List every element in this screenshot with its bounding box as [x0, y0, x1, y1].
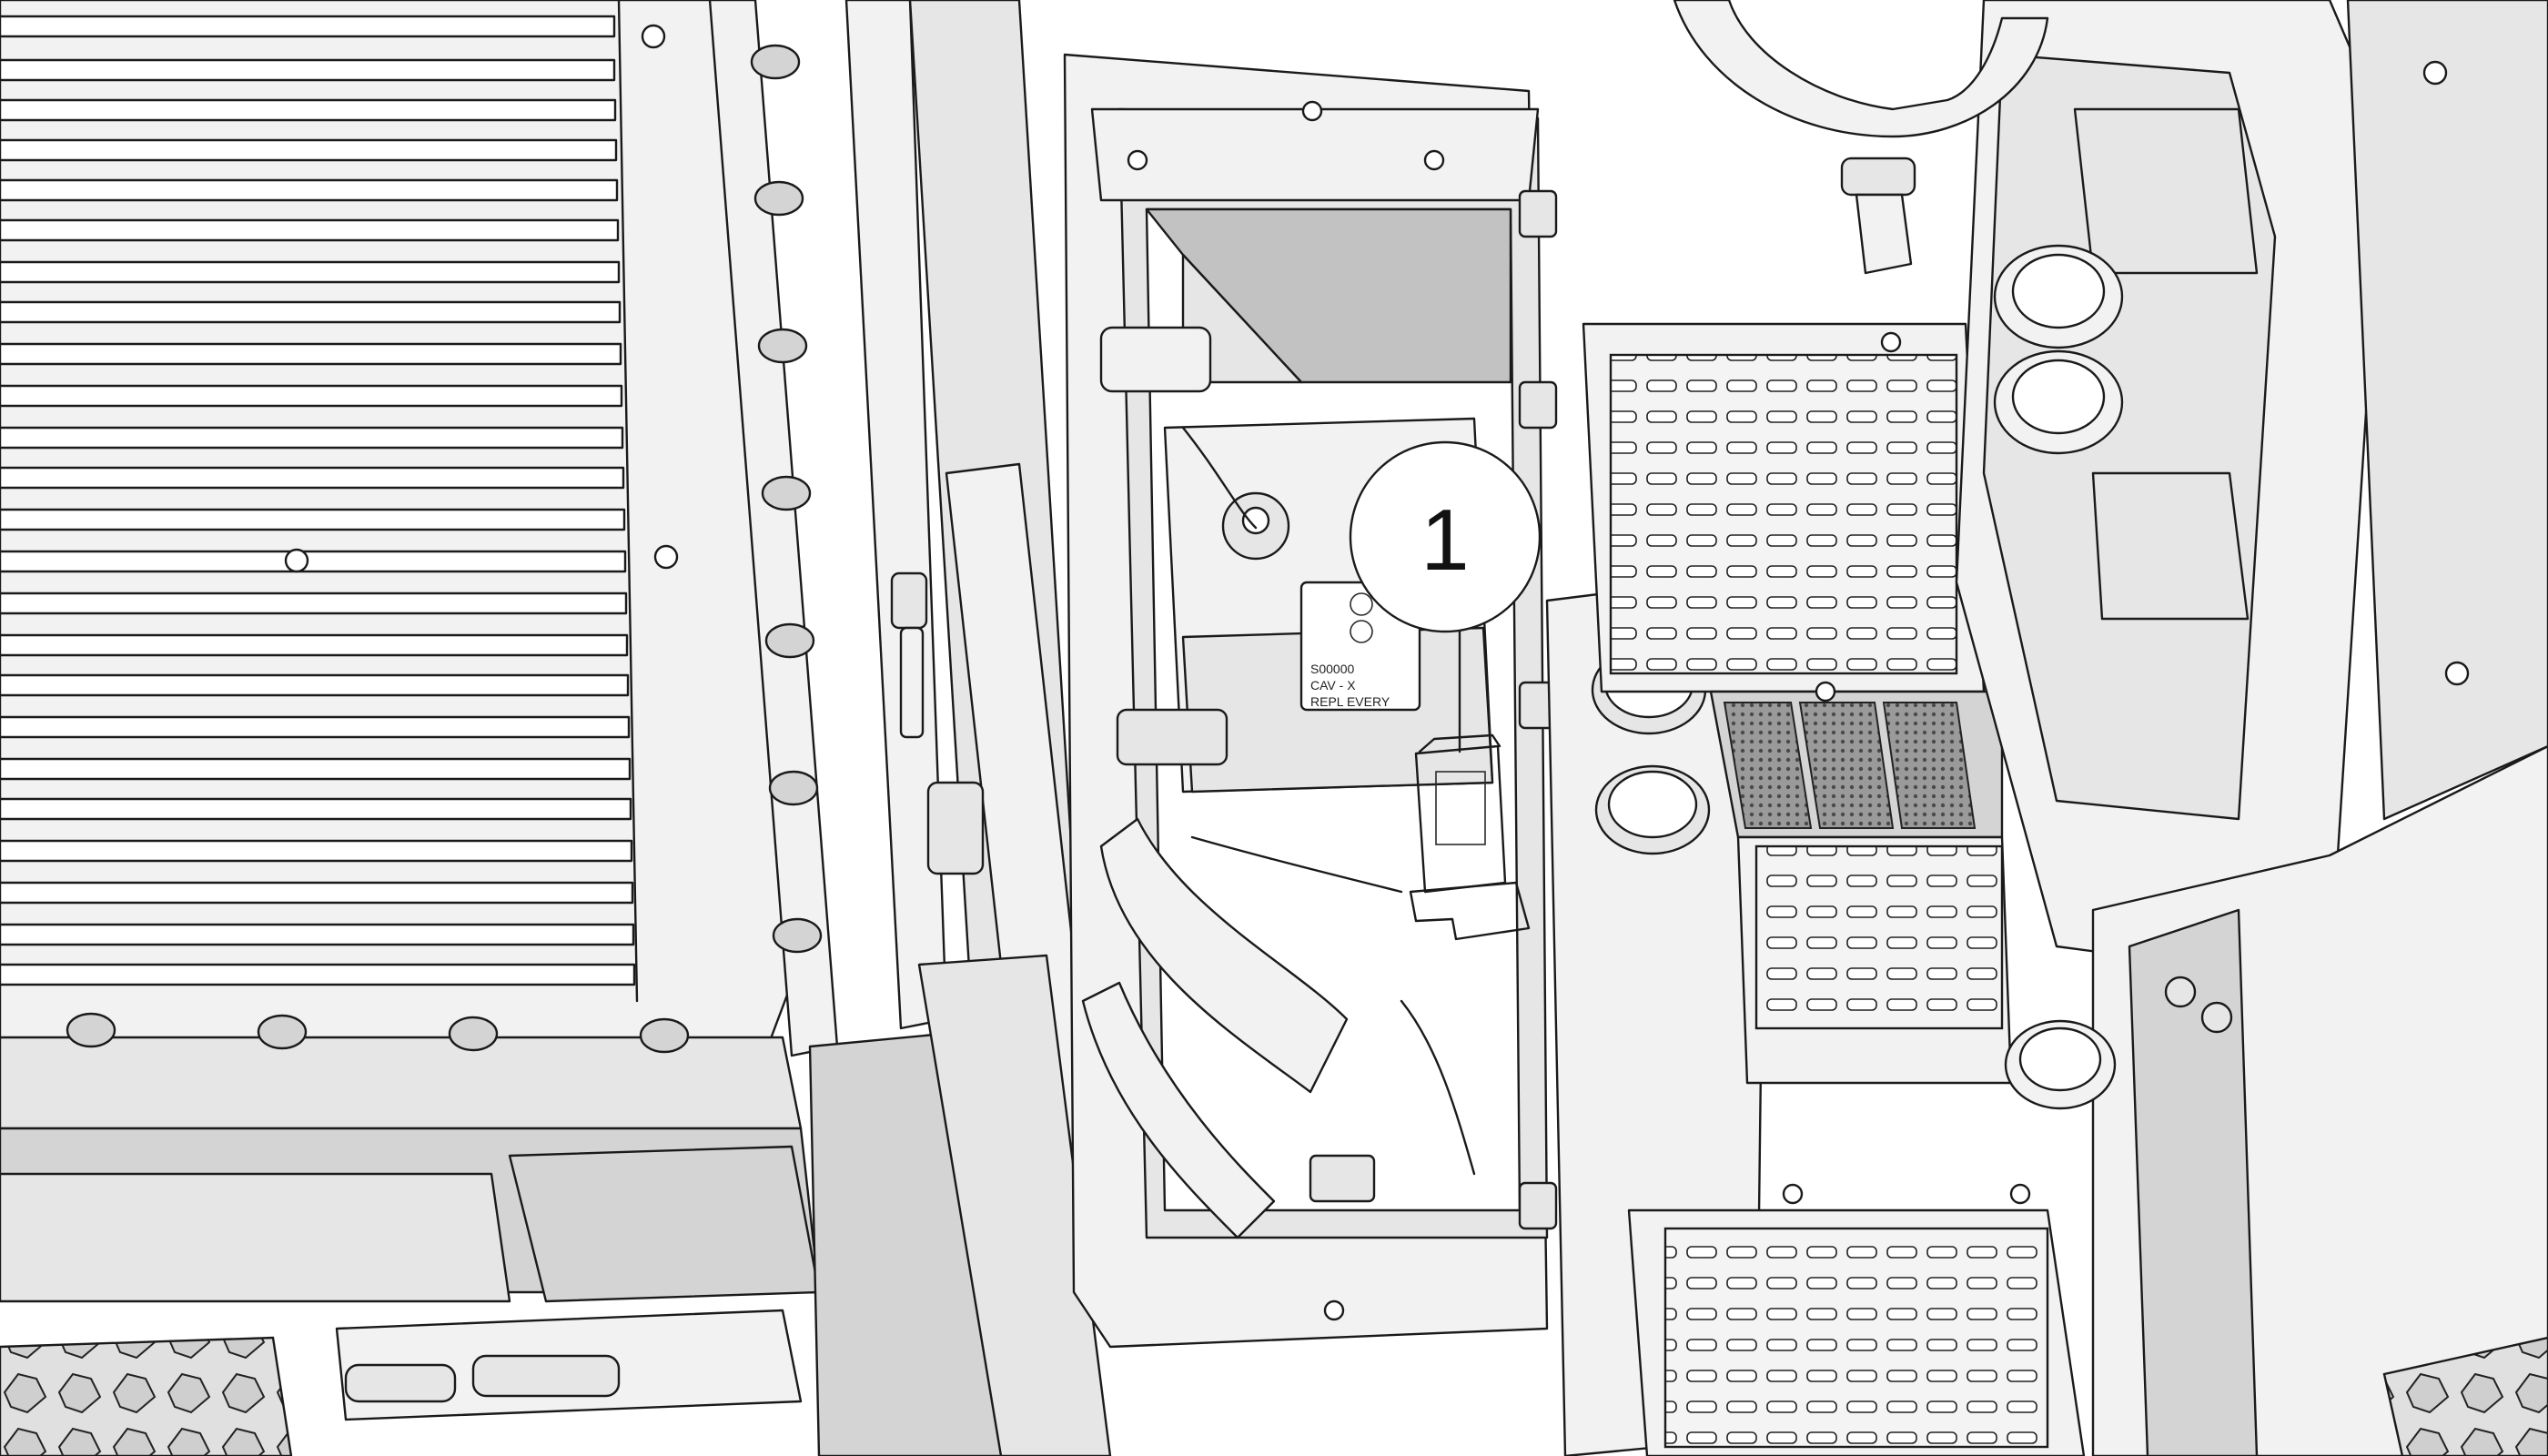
engine-bay: S00000 CAV - X REPL EVERY [1063, 53, 1558, 1349]
cargo-bed [0, 0, 839, 1303]
decal-line-2: CAV - X [1310, 678, 1356, 693]
callout-label: 1 [1421, 491, 1469, 589]
decal-line-1: S00000 [1310, 662, 1354, 676]
bed-rail-holes [66, 44, 823, 1054]
tires [0, 1309, 2548, 1456]
callout-1: 1 [1349, 440, 1542, 753]
left-panel [808, 0, 1112, 1456]
highlighted-component [1409, 733, 1531, 941]
decal-line-3: REPL EVERY [1310, 694, 1390, 709]
callout-circle [1349, 440, 1542, 633]
bed-floor-ribs [0, 15, 636, 986]
highlighted-relay-top [1418, 733, 1502, 753]
right-dash [1673, 0, 2548, 1456]
highlighted-relay-bracket [1409, 881, 1531, 941]
floor-panels [1582, 322, 2086, 1456]
